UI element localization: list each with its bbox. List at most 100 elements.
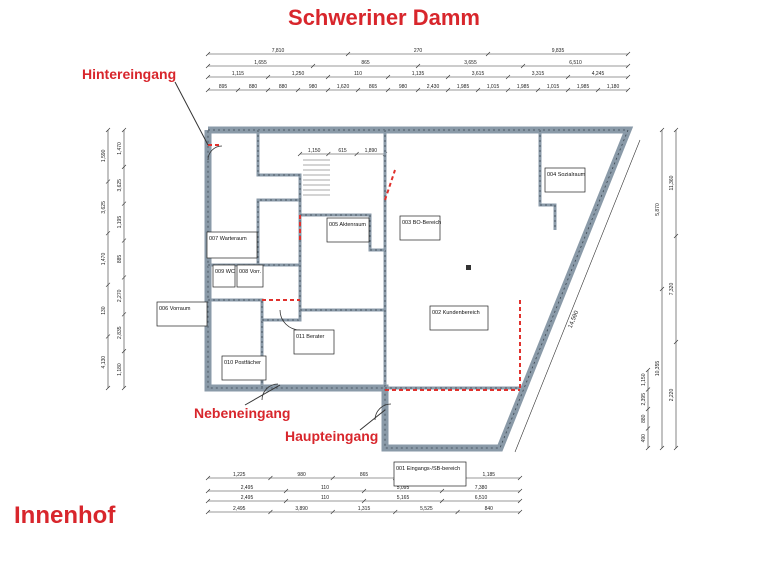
dim-bottom-row2-value: 7,380 (475, 485, 488, 491)
dim-bottom-row3-value: 6,510 (475, 495, 488, 501)
dim-top-row2-value: 865 (361, 60, 370, 66)
dim-bottom-row3-tick (283, 498, 289, 504)
room-name: 002 Kundenbereich (432, 310, 480, 316)
dim-left-inner-value: 1,195 (117, 216, 123, 229)
room-r007: 007 Warteraum (206, 231, 258, 259)
outer-wall-hatch (207, 129, 629, 449)
dim-right-row3-tick (645, 387, 651, 392)
dim-interior-tick (297, 151, 303, 157)
dim-bottom-row4-tick (455, 509, 460, 515)
dim-bottom-row2-tick (283, 488, 289, 494)
dim-top-row4-value: 1,985 (457, 84, 470, 90)
column (466, 265, 471, 270)
dim-left-outer-tick (105, 179, 111, 184)
dim-bottom-row2-value: 5,095 (397, 485, 410, 491)
dim-right-row3-value: 2,395 (641, 393, 647, 406)
room-r002: 002 Kundenbereich (429, 305, 489, 331)
dim-bottom-row4-value: 2,495 (233, 506, 246, 512)
dim-right-row3-value: 1,150 (641, 373, 647, 386)
entrance-pointers (174, 81, 386, 431)
dim-interior-tick (354, 151, 359, 157)
dim-top-row4-value: 980 (399, 84, 408, 90)
side-entrance-pointer (244, 384, 281, 406)
dim-bottom-row4-value: 3,890 (295, 506, 308, 512)
dim-top-row1-tick (345, 51, 351, 57)
side-entrance-label: Nebeneingang (194, 405, 291, 421)
door-swing-rear (207, 145, 223, 161)
dim-top-row3-tick (325, 74, 331, 80)
dim-bottom-row2-tick (205, 488, 211, 494)
dim-right-row3-tick (645, 445, 651, 451)
dim-bottom-row2-value: 2,495 (241, 485, 254, 491)
dim-left-inner-value: 2,835 (117, 326, 123, 339)
dim-top-row4-tick (535, 87, 541, 93)
dim-top-row3-tick (265, 74, 271, 80)
dim-top-row4-value: 880 (279, 84, 288, 90)
courtyard-label: Innenhof (14, 502, 116, 529)
dim-bottom-row1-value: 1,225 (233, 472, 246, 478)
dim-top-row3-tick (505, 74, 511, 80)
dim-top-row1-value: 270 (414, 48, 423, 54)
dim-top-row4-value: 865 (369, 84, 378, 90)
dim-top-row2-value: 3,655 (464, 60, 477, 66)
dim-top-row4-tick (505, 87, 511, 93)
dim-right-row2-tick (673, 233, 679, 239)
dim-right-row2-tick (673, 127, 679, 133)
dim-top-row3-tick (205, 74, 211, 80)
dim-bottom-row1-tick (330, 475, 336, 481)
door-bo (384, 169, 396, 201)
wall-sozial (538, 130, 557, 230)
rear-entrance-pointer (174, 81, 209, 146)
dim-bottom-row3-tick (439, 498, 445, 504)
wall-akten-hatch (300, 214, 385, 251)
dim-left-outer-value: 1,590 (101, 149, 107, 162)
room-label-box (326, 217, 370, 243)
room-name: 007 Warteraum (209, 236, 247, 242)
dim-right-row1-tick (659, 127, 665, 133)
wall-warteraum-east-hatch (257, 130, 301, 265)
dim-top-row4-value: 1,015 (487, 84, 500, 90)
dim-top-row4-tick (595, 87, 601, 93)
dim-bottom-row3-value: 110 (321, 495, 329, 501)
dim-left-inner-tick (121, 127, 127, 133)
dim-bottom-row3-tick (517, 498, 523, 504)
dimension-lines (105, 51, 679, 515)
dim-bottom-row1-value: 865 (360, 472, 369, 478)
dim-top-row3-value: 1,115 (232, 71, 244, 77)
room-name: 001 Eingangs-/SB-bereich (396, 466, 460, 472)
dim-bottom-row4-tick (517, 509, 523, 515)
room-r004: 004 Sozialraum (544, 167, 586, 193)
dim-top-row3-value: 4,245 (592, 71, 605, 77)
dim-interior-value: 1,890 (365, 148, 378, 154)
room-label-box (206, 231, 258, 259)
dim-top-row4-tick (295, 87, 301, 93)
dim-right-row2-value: 11,360 (669, 175, 675, 190)
room-label-box (156, 301, 208, 327)
dim-top-row1-value: 7,810 (272, 48, 285, 54)
dim-bottom-row4-tick (268, 509, 273, 515)
dim-left-inner-value: 1,180 (117, 363, 123, 376)
dim-top-row3-value: 3,315 (532, 71, 545, 77)
dim-top-row3-value: 3,615 (472, 71, 485, 77)
dim-top-row4-value: 880 (249, 84, 258, 90)
room-label-box (399, 215, 441, 241)
door-swing-side (261, 383, 279, 401)
dim-left-inner-value: 2,270 (117, 289, 123, 302)
dim-left-inner-value: 3,625 (117, 179, 123, 192)
dim-top-row1-tick (625, 51, 631, 57)
dim-left-outer-tick (105, 334, 111, 339)
room-name: 011 Berater (296, 334, 325, 340)
room-r009: 009 WC (212, 264, 236, 288)
dim-bottom-row3-tick (361, 498, 367, 504)
dim-bottom-row2-tick (439, 488, 445, 494)
dim-left-outer-tick (105, 230, 111, 236)
dim-top-row4-tick (385, 87, 391, 93)
dim-bottom-row2-value: 110 (321, 485, 329, 491)
dim-bottom-row4-value: 5,525 (420, 506, 433, 512)
dim-bottom-row1-tick (205, 475, 211, 481)
dim-top-row4-tick (235, 87, 241, 93)
room-label-box (544, 167, 586, 193)
room-label-box (293, 329, 335, 355)
main-entrance-pointer (359, 409, 386, 431)
room-name: 008 Vorr. (239, 269, 261, 275)
